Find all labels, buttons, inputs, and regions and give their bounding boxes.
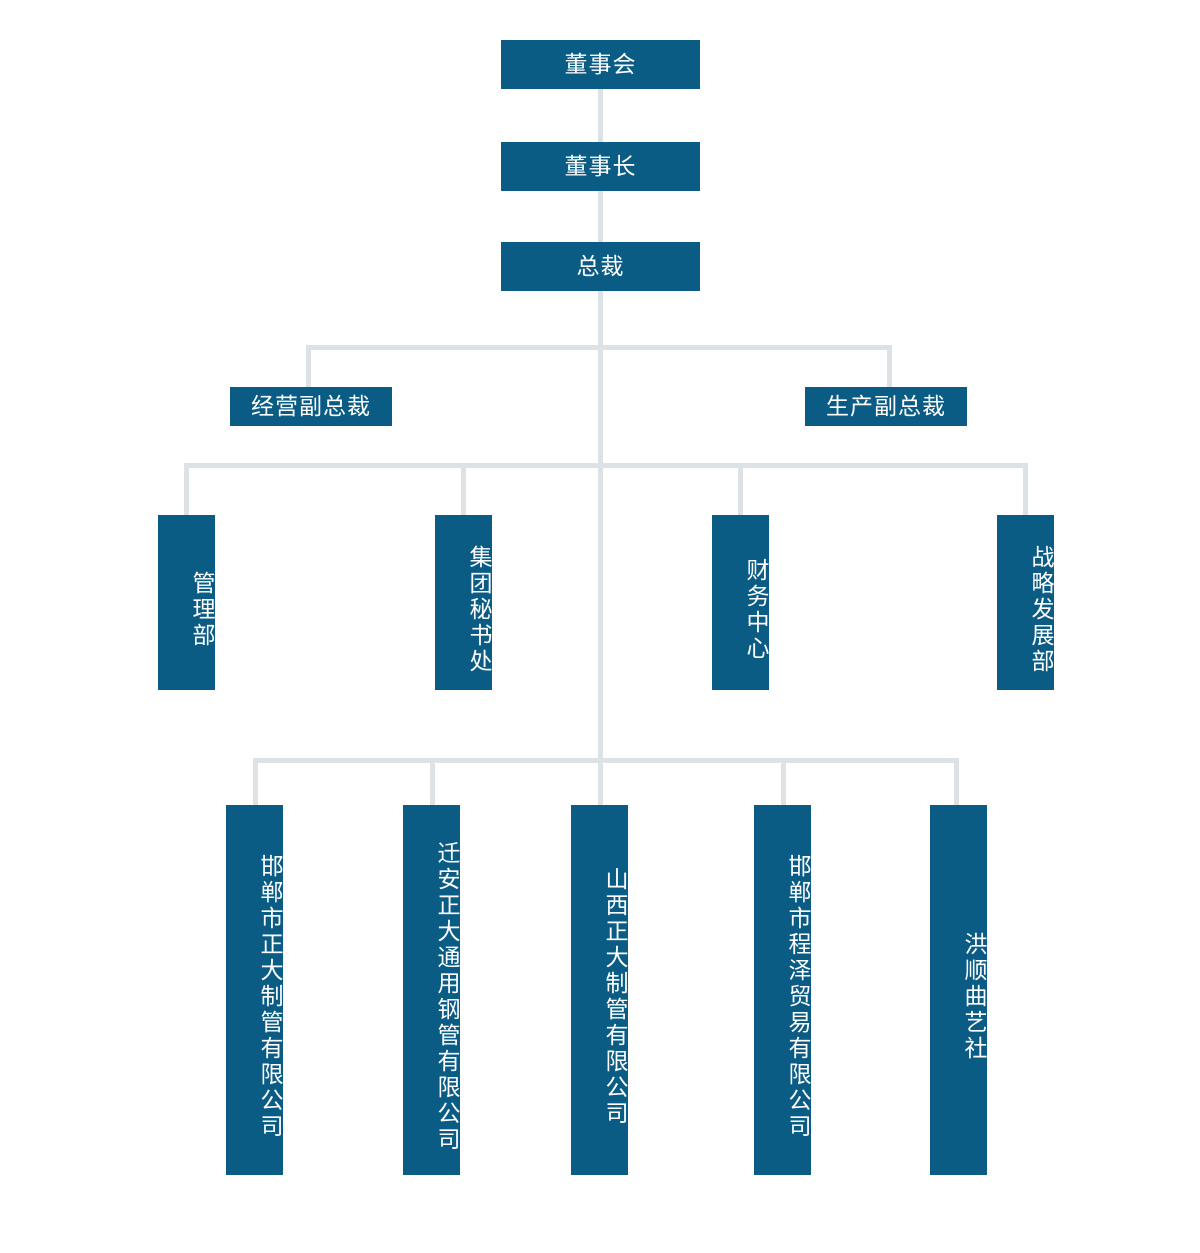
node-sub-hongshun[interactable]: 洪顺曲艺社 — [930, 805, 987, 1175]
connector-drop-vp-production — [887, 345, 892, 389]
node-chairman-label: 董事长 — [564, 153, 637, 180]
node-vp-operations[interactable]: 经营副总裁 — [230, 387, 392, 426]
connector-bar-departments — [184, 463, 1028, 468]
node-board[interactable]: 董事会 — [501, 40, 700, 89]
connector-bar-subsidiaries — [253, 758, 959, 763]
node-president[interactable]: 总裁 — [501, 242, 700, 291]
connector-drop-sub-1 — [253, 758, 258, 807]
node-sub-shanxi-zhengda-label: 山西正大制管有限公司 — [602, 867, 628, 1127]
connector-drop-vp-operations — [306, 345, 311, 389]
node-sub-handan-zhengda[interactable]: 邯郸市正大制管有限公司 — [226, 805, 283, 1175]
node-president-label: 总裁 — [576, 253, 625, 280]
node-dept-secretariat[interactable]: 集团秘书处 — [435, 515, 492, 690]
node-sub-handan-chengze[interactable]: 邯郸市程泽贸易有限公司 — [754, 805, 811, 1175]
node-board-label: 董事会 — [564, 51, 637, 78]
connector-board-to-chairman — [598, 88, 603, 144]
node-sub-handan-chengze-label: 邯郸市程泽贸易有限公司 — [785, 854, 811, 1140]
node-vp-production[interactable]: 生产副总裁 — [805, 387, 967, 426]
connector-drop-sub-4 — [781, 758, 786, 807]
connector-chairman-to-president — [598, 190, 603, 244]
node-sub-qianan-zhengda[interactable]: 迁安正大通用钢管有限公司 — [403, 805, 460, 1175]
connector-main-spine — [598, 290, 603, 763]
node-dept-strategy-label: 战略发展部 — [1028, 544, 1054, 675]
node-dept-finance-label: 财务中心 — [743, 557, 769, 662]
node-sub-qianan-zhengda-label: 迁安正大通用钢管有限公司 — [434, 841, 460, 1153]
node-vp-operations-label: 经营副总裁 — [251, 393, 371, 420]
connector-drop-dept-management — [184, 463, 189, 517]
node-dept-finance[interactable]: 财务中心 — [712, 515, 769, 690]
connector-drop-sub-5 — [954, 758, 959, 807]
connector-drop-sub-2 — [430, 758, 435, 807]
node-chairman[interactable]: 董事长 — [501, 142, 700, 191]
node-dept-management-label: 管理部 — [189, 570, 215, 649]
node-vp-production-label: 生产副总裁 — [826, 393, 946, 420]
node-sub-handan-zhengda-label: 邯郸市正大制管有限公司 — [257, 854, 283, 1140]
node-sub-shanxi-zhengda[interactable]: 山西正大制管有限公司 — [571, 805, 628, 1175]
connector-drop-dept-finance — [738, 463, 743, 517]
connector-drop-dept-strategy — [1023, 463, 1028, 517]
node-dept-secretariat-label: 集团秘书处 — [466, 544, 492, 675]
node-dept-strategy[interactable]: 战略发展部 — [997, 515, 1054, 690]
connector-drop-dept-secretariat — [461, 463, 466, 517]
connector-drop-sub-3 — [598, 758, 603, 807]
connector-bar-vps — [306, 345, 892, 350]
node-sub-hongshun-label: 洪顺曲艺社 — [961, 932, 987, 1062]
node-dept-management[interactable]: 管理部 — [158, 515, 215, 690]
